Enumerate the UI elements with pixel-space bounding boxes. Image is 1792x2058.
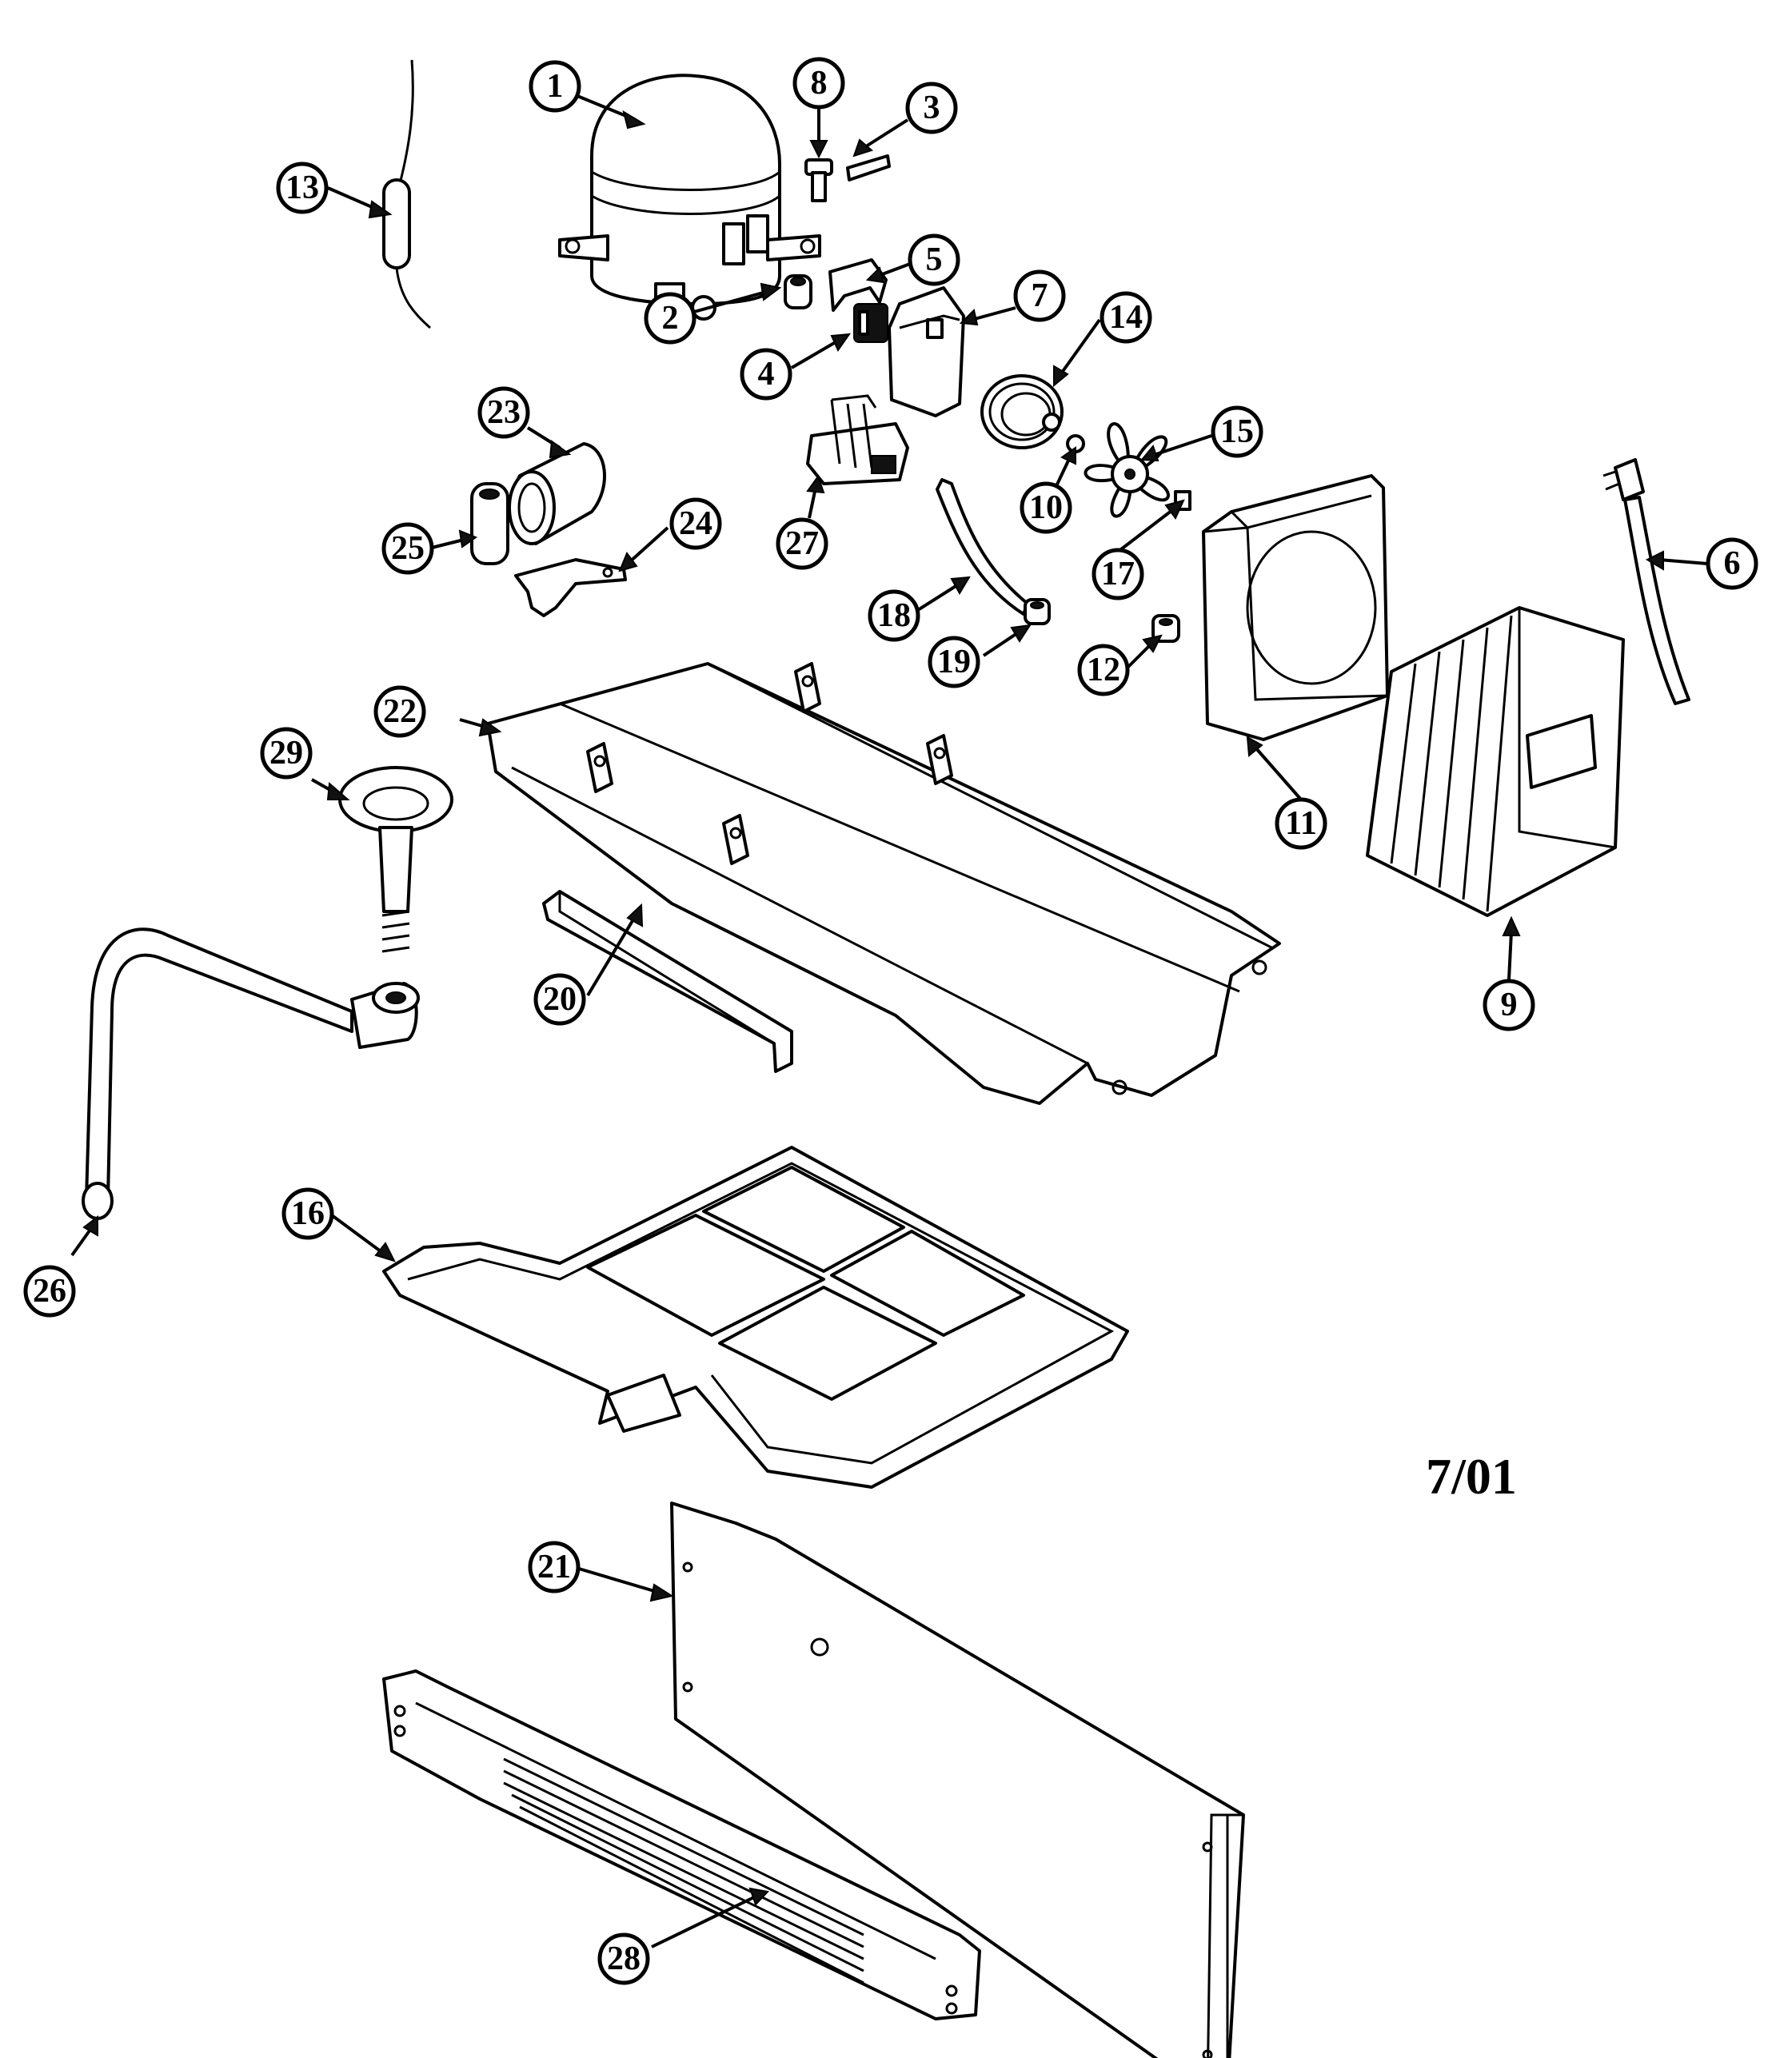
compressor-part bbox=[558, 74, 821, 321]
power-cord-part bbox=[1602, 458, 1690, 705]
callout-22: 22 bbox=[373, 685, 426, 738]
wiring-harness-part bbox=[806, 394, 909, 485]
svg-text:3: 3 bbox=[924, 90, 940, 126]
base-plate-part bbox=[486, 662, 1281, 1105]
callout-6: 6 bbox=[1706, 537, 1758, 590]
callout-23: 23 bbox=[477, 386, 530, 439]
callout-20: 20 bbox=[533, 973, 586, 1026]
svg-text:21: 21 bbox=[537, 1549, 571, 1585]
drain-pan-part bbox=[382, 1146, 1129, 1489]
svg-text:13: 13 bbox=[285, 170, 319, 206]
drier-part bbox=[382, 59, 431, 329]
rear-access-panel-part bbox=[670, 1502, 1245, 2058]
grommet-bracket-part bbox=[1024, 598, 1051, 625]
relay-cover-part bbox=[888, 286, 965, 417]
callout-13: 13 bbox=[276, 162, 329, 214]
grommet-compressor-part bbox=[784, 274, 812, 309]
callout-18: 18 bbox=[868, 589, 920, 642]
callout-29: 29 bbox=[260, 727, 313, 780]
callout-1: 1 bbox=[529, 60, 581, 113]
svg-text:29: 29 bbox=[269, 735, 303, 772]
revision-date: 7/01 bbox=[1426, 1448, 1517, 1505]
drain-funnel-part bbox=[338, 766, 453, 953]
svg-text:25: 25 bbox=[391, 530, 425, 567]
leader-lines bbox=[70, 94, 1708, 1948]
svg-text:7: 7 bbox=[1032, 277, 1048, 314]
capacitor-boot-part bbox=[470, 482, 509, 565]
svg-text:12: 12 bbox=[1087, 652, 1120, 688]
fan-blade-part bbox=[1084, 422, 1170, 518]
callout-5: 5 bbox=[908, 233, 960, 286]
drain-tube-part bbox=[82, 927, 420, 1220]
callout-10: 10 bbox=[1020, 481, 1072, 534]
callout-25: 25 bbox=[381, 522, 434, 575]
svg-text:8: 8 bbox=[811, 65, 828, 102]
fan-shroud-part bbox=[1202, 474, 1389, 741]
callout-15: 15 bbox=[1211, 405, 1263, 458]
svg-text:2: 2 bbox=[662, 300, 679, 337]
capacitor-part bbox=[508, 442, 606, 545]
svg-text:1: 1 bbox=[547, 68, 564, 105]
fan-motor-part bbox=[980, 374, 1064, 449]
bolt-part bbox=[804, 158, 833, 202]
callout-3: 3 bbox=[905, 82, 958, 134]
callout-14: 14 bbox=[1100, 291, 1152, 344]
callout-4: 4 bbox=[740, 348, 792, 401]
callout-21: 21 bbox=[528, 1541, 581, 1593]
callout-19: 19 bbox=[928, 636, 980, 688]
svg-text:15: 15 bbox=[1220, 413, 1254, 450]
clip-part bbox=[846, 154, 891, 181]
callout-11: 11 bbox=[1275, 797, 1327, 850]
svg-text:17: 17 bbox=[1101, 556, 1135, 592]
svg-text:22: 22 bbox=[383, 693, 417, 730]
callout-2: 2 bbox=[644, 292, 696, 345]
svg-text:28: 28 bbox=[607, 1940, 641, 1977]
svg-text:9: 9 bbox=[1501, 987, 1518, 1023]
relay-part bbox=[853, 303, 888, 343]
callout-8: 8 bbox=[792, 57, 845, 110]
svg-text:20: 20 bbox=[543, 981, 577, 1018]
callout-12: 12 bbox=[1077, 644, 1130, 696]
callout-26: 26 bbox=[23, 1265, 76, 1318]
overload-clip-part bbox=[828, 258, 888, 312]
svg-text:23: 23 bbox=[487, 394, 521, 431]
callout-16: 16 bbox=[281, 1187, 334, 1240]
condenser-part bbox=[1366, 606, 1625, 917]
capacitor-bracket-part bbox=[514, 558, 627, 617]
callout-27: 27 bbox=[776, 517, 828, 570]
callout-9: 9 bbox=[1483, 979, 1535, 1031]
channel-part bbox=[542, 890, 793, 1073]
svg-text:27: 27 bbox=[785, 525, 819, 562]
callout-7: 7 bbox=[1013, 269, 1066, 322]
svg-text:11: 11 bbox=[1285, 805, 1317, 842]
svg-text:26: 26 bbox=[33, 1273, 66, 1310]
svg-text:18: 18 bbox=[877, 597, 911, 634]
motor-bracket-part bbox=[936, 478, 1029, 616]
callout-28: 28 bbox=[597, 1932, 650, 1985]
svg-text:4: 4 bbox=[758, 356, 775, 393]
svg-text:14: 14 bbox=[1109, 299, 1143, 336]
svg-text:16: 16 bbox=[291, 1195, 325, 1232]
svg-text:10: 10 bbox=[1029, 489, 1063, 526]
svg-text:5: 5 bbox=[926, 241, 943, 278]
svg-text:6: 6 bbox=[1724, 545, 1741, 582]
svg-text:19: 19 bbox=[937, 644, 971, 680]
callout-24: 24 bbox=[669, 497, 722, 550]
callout-17: 17 bbox=[1092, 548, 1144, 600]
grommet-shroud-part bbox=[1151, 614, 1180, 643]
svg-text:24: 24 bbox=[679, 505, 712, 542]
toe-grille-part bbox=[382, 1669, 981, 2020]
